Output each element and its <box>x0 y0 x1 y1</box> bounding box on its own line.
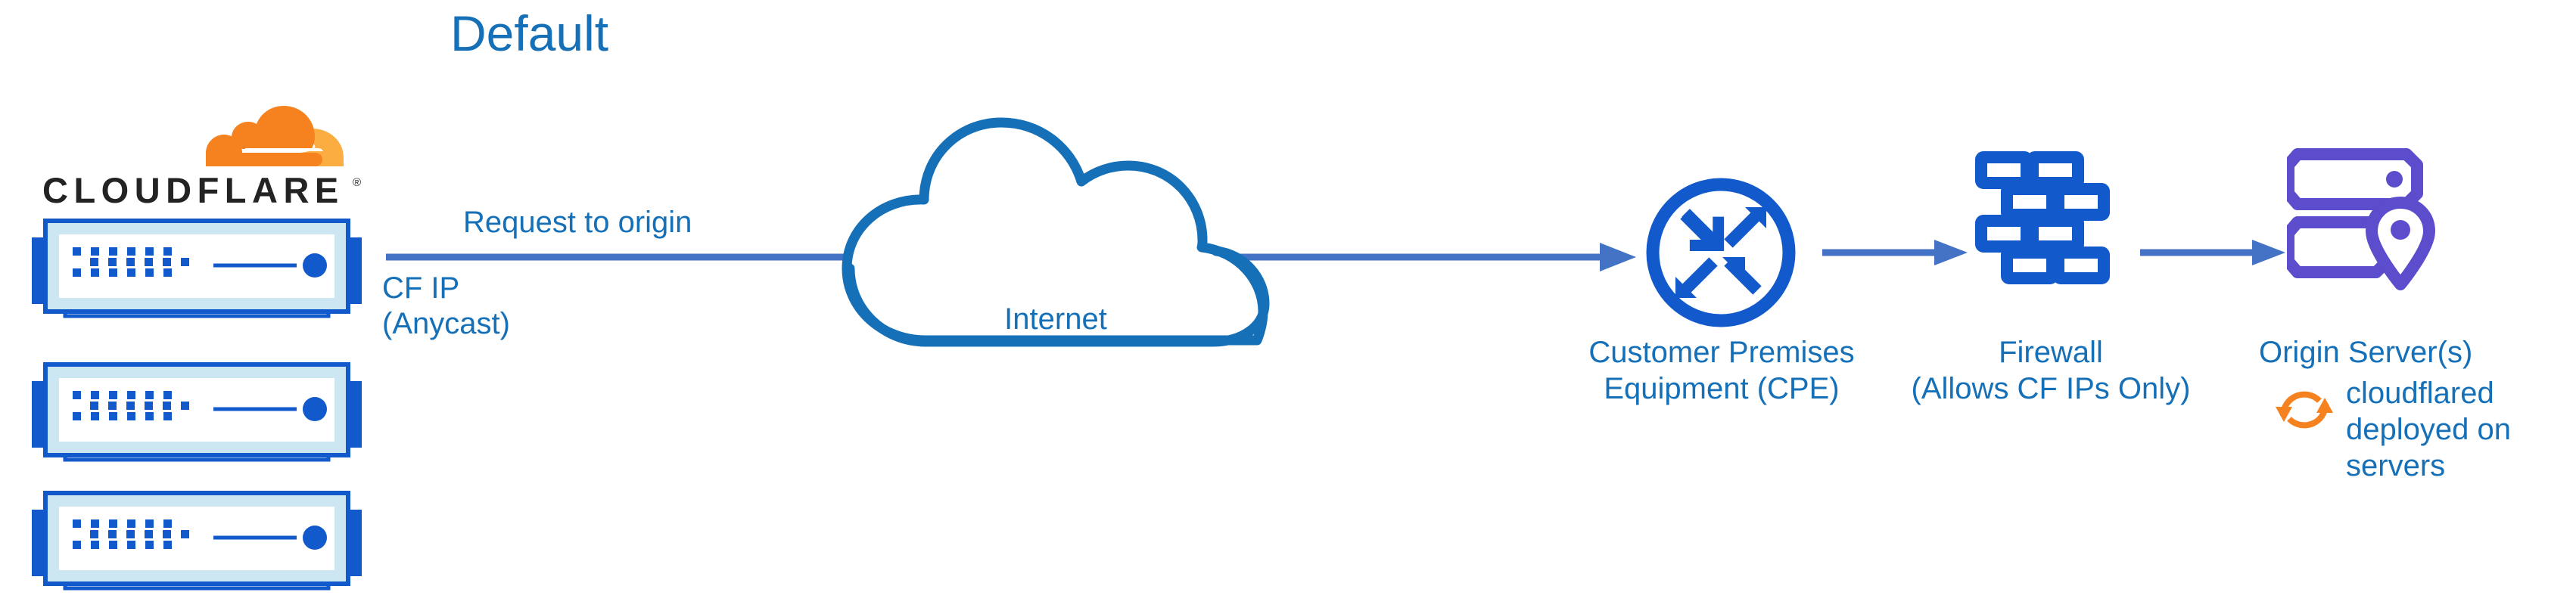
request-to-origin-label: Request to origin <box>463 206 692 239</box>
router-four-arrows-icon <box>1646 178 1796 327</box>
cloudflare-edge-server-icon <box>32 219 362 318</box>
registered-trademark-symbol: ® <box>353 176 361 189</box>
cloudflared-note-line3: servers <box>2346 449 2446 482</box>
cloudflared-note-label: cloudflared deployed on servers <box>2346 375 2535 484</box>
firewall-brick-wall-icon <box>1975 151 2110 284</box>
cpe-label-line2: Equipment (CPE) <box>1604 372 1840 405</box>
origin-server-label: Origin Server(s) <box>2259 336 2473 369</box>
cloudflare-edge-server-icon <box>32 491 362 591</box>
firewall-to-origin-arrow <box>2140 240 2285 265</box>
cpe-label: Customer Premises Equipment (CPE) <box>1529 334 1915 407</box>
internet-cloud-icon <box>842 117 1270 347</box>
cf-ip-anycast-label: CF IP (Anycast) <box>382 271 510 342</box>
cf-ip-label-line1: CF IP <box>382 271 460 305</box>
page-title: Default <box>450 5 609 61</box>
cf-ip-label-line2: (Anycast) <box>382 307 510 341</box>
cloudflare-brand: CLOUDFLARE ® <box>30 106 378 216</box>
cpe-label-line1: Customer Premises <box>1588 336 1855 369</box>
cloudflare-logo-icon <box>206 106 344 166</box>
origin-server-rack-pin-icon <box>2287 148 2435 290</box>
cloudflare-edge-server-icon <box>32 362 362 462</box>
internet-label: Internet <box>1004 302 1107 336</box>
cloudflared-sync-icon <box>2276 391 2333 429</box>
cloudflared-note-line1: cloudflared <box>2346 377 2494 410</box>
cloudflare-wordmark: CLOUDFLARE ® <box>42 171 361 210</box>
cloudflared-note-line2: deployed on <box>2346 413 2511 446</box>
firewall-label-line2: (Allows CF IPs Only) <box>1911 372 2191 405</box>
cloudflare-wordmark-text: CLOUDFLARE <box>42 171 344 210</box>
firewall-label-line1: Firewall <box>1999 336 2103 369</box>
cpe-to-firewall-arrow <box>1822 240 1968 265</box>
firewall-label: Firewall (Allows CF IPs Only) <box>1884 334 2217 407</box>
